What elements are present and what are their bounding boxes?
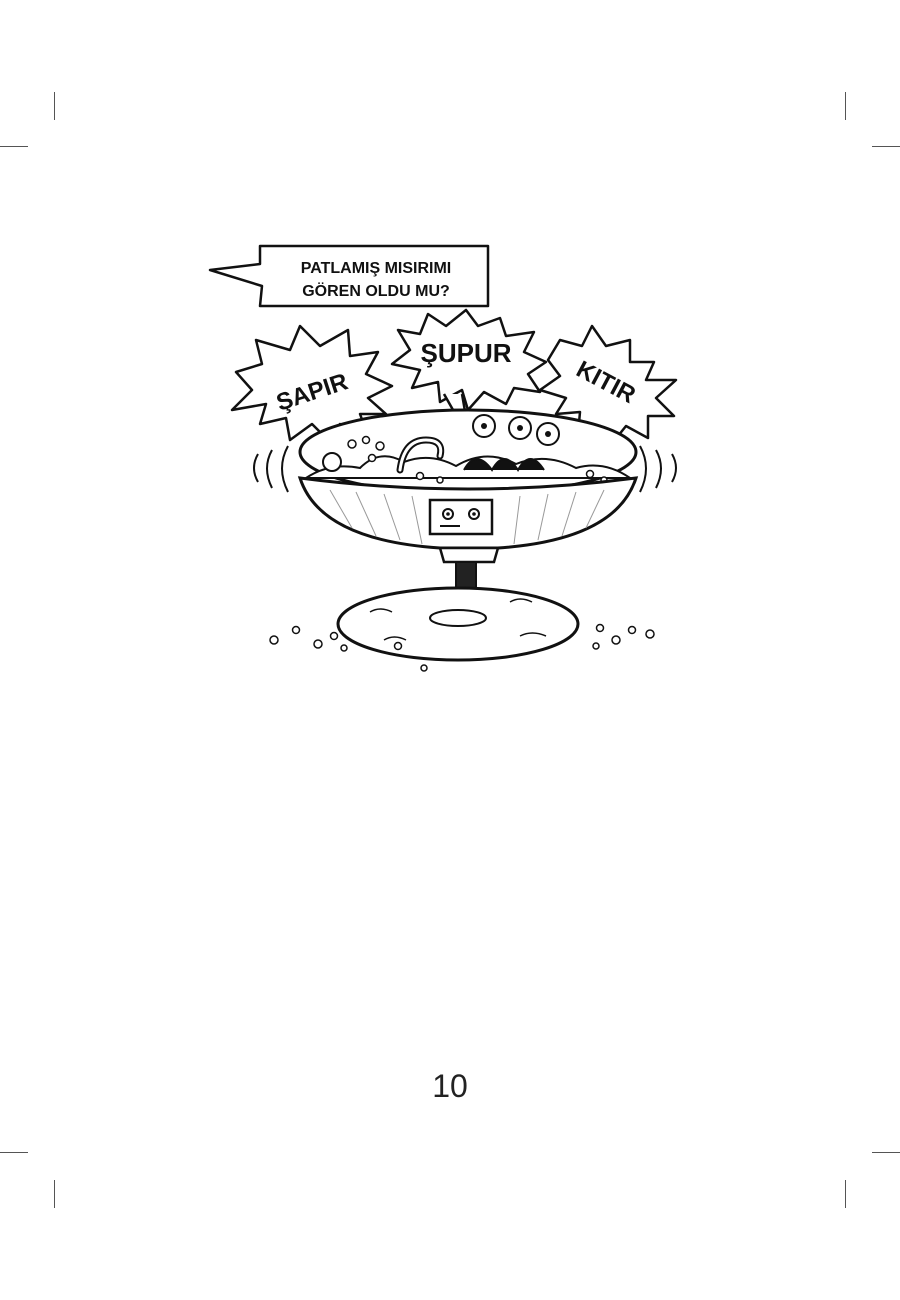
crop-mark-bottom-left-horizontal [0, 1152, 28, 1153]
sound-effect-middle-text: ŞUPUR [420, 338, 511, 368]
page-number: 10 [432, 1068, 468, 1104]
speech-bubble-line-2: GÖREN OLDU MU? [302, 281, 450, 300]
crop-mark-top-right-vertical [845, 92, 846, 120]
crop-mark-bottom-left-vertical [54, 1180, 55, 1208]
speech-bubble: PATLAMIŞ MISIRIMI GÖREN OLDU MU? [208, 244, 490, 308]
crop-mark-bottom-right-vertical [845, 1180, 846, 1208]
crop-mark-top-left-vertical [54, 92, 55, 120]
crop-mark-bottom-right-horizontal [872, 1152, 900, 1153]
crop-mark-top-left-horizontal [0, 146, 28, 147]
bowl [297, 408, 639, 564]
motion-lines [253, 445, 677, 493]
sound-effect-burst-right: KITIR [538, 324, 678, 448]
bowl-stand [269, 561, 655, 672]
speech-bubble-line-1: PATLAMIŞ MISIRIMI [301, 260, 452, 277]
crop-mark-top-right-horizontal [872, 146, 900, 147]
